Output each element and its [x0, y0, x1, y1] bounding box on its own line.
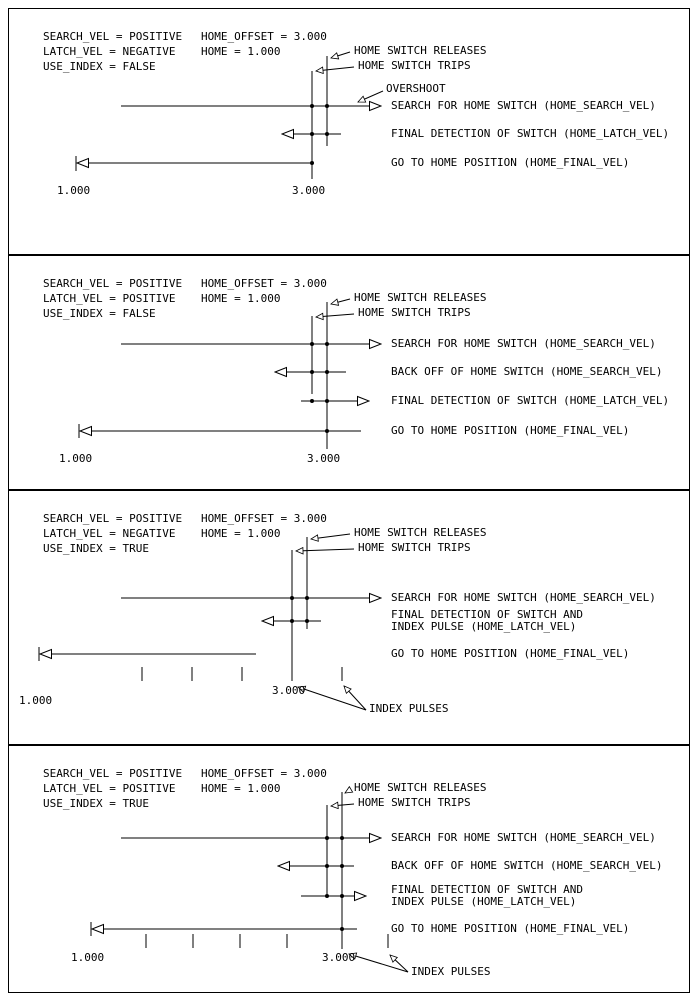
position-label-home: 1.000	[59, 452, 93, 465]
panel-4-diagram	[90, 785, 409, 973]
param-use-index: USE_INDEX = FALSE	[43, 307, 156, 320]
releases-leader-arrow	[330, 51, 351, 60]
param-home: HOME = 1.000	[201, 527, 281, 540]
panel-1-diagram	[75, 51, 384, 179]
step-label-go-home: GO TO HOME POSITION (HOME_FINAL_VEL)	[391, 424, 630, 437]
intersection-dot	[325, 429, 329, 433]
trips-leader-arrow	[315, 312, 355, 321]
intersection-dot	[325, 864, 329, 868]
param-latch-vel: LATCH_VEL = POSITIVE	[43, 782, 176, 795]
index-pulses-label: INDEX PULSES	[369, 702, 449, 715]
intersection-dot	[340, 927, 344, 931]
intersection-dot	[325, 894, 329, 898]
step-label-backoff: BACK OFF OF HOME SWITCH (HOME_SEARCH_VEL…	[391, 365, 663, 378]
param-home-offset: HOME_OFFSET = 3.000	[201, 767, 327, 780]
param-use-index: USE_INDEX = FALSE	[43, 60, 156, 73]
step-label-search: SEARCH FOR HOME SWITCH (HOME_SEARCH_VEL)	[391, 99, 656, 112]
callout-home-switch-trips: HOME SWITCH TRIPS	[358, 541, 471, 554]
callout-home-switch-releases: HOME SWITCH RELEASES	[354, 781, 487, 794]
callout-home-switch-trips: HOME SWITCH TRIPS	[358, 59, 471, 72]
releases-leader-arrow	[310, 533, 351, 542]
position-label-home: 1.000	[57, 184, 91, 197]
homing-panel-4: SEARCH_VEL = POSITIVE HOME_OFFSET = 3.00…	[8, 745, 690, 993]
index-pulses-leader-arrow	[297, 685, 367, 711]
intersection-dot	[310, 370, 314, 374]
homing-panel-3: SEARCH_VEL = POSITIVE HOME_OFFSET = 3.00…	[8, 490, 690, 745]
step-label-search: SEARCH FOR HOME SWITCH (HOME_SEARCH_VEL)	[391, 831, 656, 844]
panel-3-diagram	[38, 533, 689, 711]
param-latch-vel: LATCH_VEL = NEGATIVE	[43, 527, 176, 540]
intersection-dot	[310, 104, 314, 108]
step-label-search: SEARCH FOR HOME SWITCH (HOME_SEARCH_VEL)	[391, 337, 656, 350]
intersection-dot	[310, 161, 314, 165]
position-label-home: 1.000	[19, 694, 53, 707]
intersection-dot	[325, 836, 329, 840]
intersection-dot	[310, 399, 314, 403]
intersection-dot	[310, 342, 314, 346]
overshoot-leader-arrow	[357, 90, 384, 103]
intersection-dot	[305, 619, 309, 623]
intersection-dot	[325, 399, 329, 403]
param-search-vel: SEARCH_VEL = POSITIVE	[43, 512, 183, 525]
position-label-offset: 3.000	[292, 184, 326, 197]
param-home: HOME = 1.000	[201, 292, 281, 305]
trips-leader-arrow	[295, 546, 355, 555]
param-home: HOME = 1.000	[201, 782, 281, 795]
position-label-home: 1.000	[71, 951, 105, 964]
intersection-dot	[325, 104, 329, 108]
callout-home-switch-releases: HOME SWITCH RELEASES	[354, 526, 487, 539]
step-label-final-detection-line2: INDEX PULSE (HOME_LATCH_VEL)	[391, 620, 577, 633]
step-label-go-home: GO TO HOME POSITION (HOME_FINAL_VEL)	[391, 647, 630, 660]
panel-2-diagram	[78, 298, 689, 449]
param-use-index: USE_INDEX = TRUE	[43, 542, 149, 555]
param-home-offset: HOME_OFFSET = 3.000	[201, 512, 327, 525]
step-label-final-detection-line1: FINAL DETECTION OF SWITCH AND	[391, 883, 584, 896]
step-label-final-detection: FINAL DETECTION OF SWITCH (HOME_LATCH_VE…	[391, 127, 670, 140]
callout-overshoot: OVERSHOOT	[386, 82, 446, 95]
index-pulses-leader-arrow	[389, 954, 409, 973]
intersection-dot	[325, 370, 329, 374]
intersection-dot	[290, 596, 294, 600]
position-label-offset: 3.000	[307, 452, 341, 465]
param-search-vel: SEARCH_VEL = POSITIVE	[43, 30, 183, 43]
step-label-final-detection-line2: INDEX PULSE (HOME_LATCH_VEL)	[391, 895, 577, 908]
param-home-offset: HOME_OFFSET = 3.000	[201, 30, 327, 43]
intersection-dot	[340, 894, 344, 898]
step-label-final-detection: FINAL DETECTION OF SWITCH (HOME_LATCH_VE…	[391, 394, 670, 407]
step-label-go-home: GO TO HOME POSITION (HOME_FINAL_VEL)	[391, 922, 630, 935]
callout-home-switch-releases: HOME SWITCH RELEASES	[354, 44, 487, 57]
param-search-vel: SEARCH_VEL = POSITIVE	[43, 277, 183, 290]
step-label-go-home: GO TO HOME POSITION (HOME_FINAL_VEL)	[391, 156, 630, 169]
intersection-dot	[310, 132, 314, 136]
param-search-vel: SEARCH_VEL = POSITIVE	[43, 767, 183, 780]
step-label-backoff: BACK OFF OF HOME SWITCH (HOME_SEARCH_VEL…	[391, 859, 663, 872]
index-pulses-label: INDEX PULSES	[411, 965, 491, 978]
param-latch-vel: LATCH_VEL = NEGATIVE	[43, 45, 176, 58]
intersection-dot	[340, 836, 344, 840]
intersection-dot	[325, 132, 329, 136]
param-home: HOME = 1.000	[201, 45, 281, 58]
position-label-offset: 3.000	[322, 951, 356, 964]
index-pulses-leader-arrow	[343, 685, 367, 711]
callout-home-switch-trips: HOME SWITCH TRIPS	[358, 306, 471, 319]
step-label-search: SEARCH FOR HOME SWITCH (HOME_SEARCH_VEL)	[391, 591, 656, 604]
callout-home-switch-releases: HOME SWITCH RELEASES	[354, 291, 487, 304]
intersection-dot	[340, 864, 344, 868]
releases-leader-arrow	[344, 785, 354, 794]
param-use-index: USE_INDEX = TRUE	[43, 797, 149, 810]
callout-home-switch-trips: HOME SWITCH TRIPS	[358, 796, 471, 809]
intersection-dot	[325, 342, 329, 346]
param-home-offset: HOME_OFFSET = 3.000	[201, 277, 327, 290]
intersection-dot	[290, 619, 294, 623]
homing-panel-1: SEARCH_VEL = POSITIVE HOME_OFFSET = 3.00…	[8, 8, 690, 255]
trips-leader-arrow	[315, 66, 355, 75]
index-pulses-leader-arrow	[348, 952, 409, 973]
trips-leader-arrow	[330, 801, 355, 810]
releases-leader-arrow	[330, 298, 351, 306]
intersection-dot	[305, 596, 309, 600]
homing-panel-2: SEARCH_VEL = POSITIVE HOME_OFFSET = 3.00…	[8, 255, 690, 490]
param-latch-vel: LATCH_VEL = POSITIVE	[43, 292, 176, 305]
step-label-final-detection-line1: FINAL DETECTION OF SWITCH AND	[391, 608, 584, 621]
position-label-offset: 3.000	[272, 684, 306, 697]
